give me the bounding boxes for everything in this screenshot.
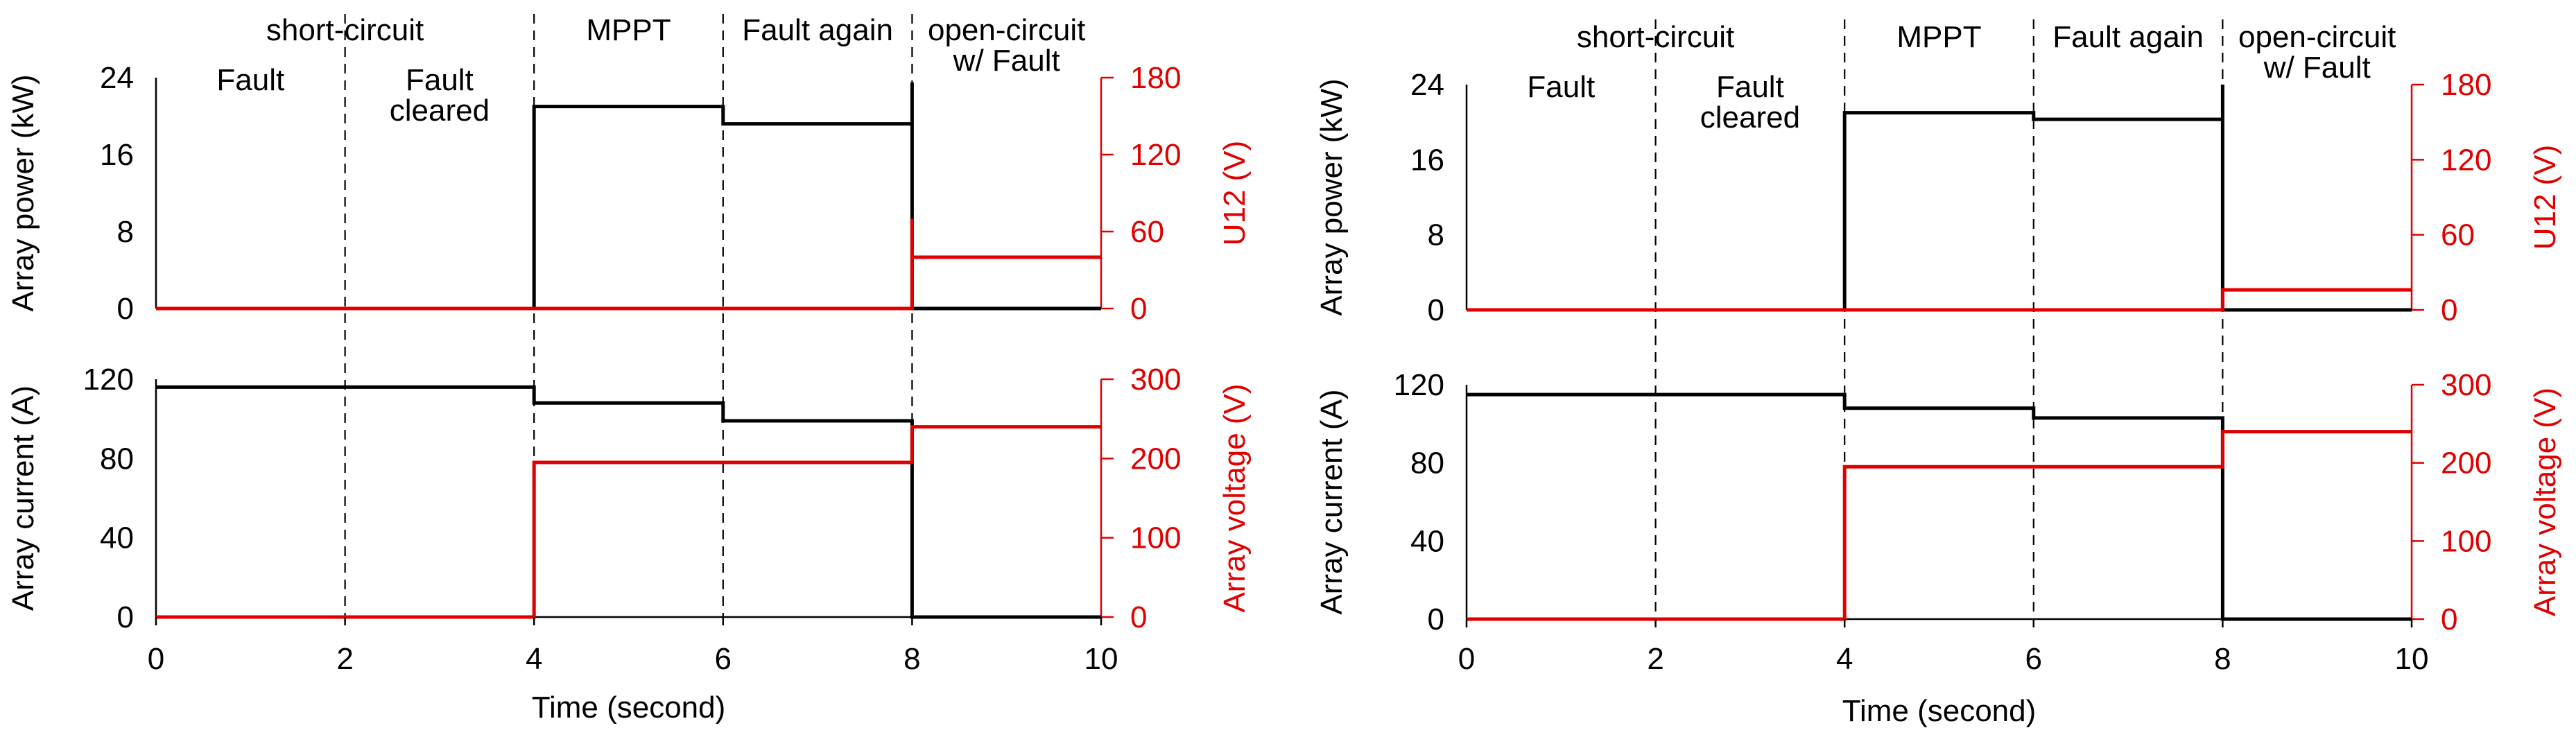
subregion-label: Fault bbox=[1527, 70, 1595, 104]
right-tick-label: 0 bbox=[1130, 600, 1147, 634]
left-tick-label: 80 bbox=[1410, 446, 1444, 480]
right-axis-label: Array voltage (V) bbox=[2528, 388, 2562, 616]
x-tick-label: 4 bbox=[1836, 642, 1853, 676]
left-tick-label: 16 bbox=[100, 138, 134, 172]
x-axis-label: Time (second) bbox=[1842, 694, 2037, 728]
series-line-red bbox=[1467, 430, 2412, 621]
x-tick-label: 0 bbox=[148, 642, 164, 676]
x-tick-label: 6 bbox=[2025, 642, 2042, 676]
x-tick-label: 2 bbox=[336, 642, 353, 676]
x-tick-label: 6 bbox=[715, 642, 732, 676]
left-tick-label: 24 bbox=[100, 61, 134, 95]
right-tick-label: 100 bbox=[1130, 521, 1181, 555]
right-tick-label: 120 bbox=[2441, 143, 2491, 177]
x-tick-label: 10 bbox=[2395, 642, 2429, 676]
series-line-black bbox=[1467, 85, 2412, 312]
x-axis-label: Time (second) bbox=[532, 691, 726, 724]
right-tick-label: 60 bbox=[2441, 218, 2475, 252]
x-tick-label: 8 bbox=[904, 642, 920, 676]
right-tick-label: 60 bbox=[1130, 215, 1164, 249]
x-tick-label: 8 bbox=[2214, 642, 2231, 676]
left-tick-label: 8 bbox=[117, 215, 134, 249]
series-line-red bbox=[1467, 288, 2412, 312]
right-tick-label: 200 bbox=[2441, 446, 2491, 480]
x-tick-label: 4 bbox=[526, 642, 542, 676]
left-tick-label: 0 bbox=[117, 292, 134, 326]
left-tick-label: 16 bbox=[1410, 143, 1444, 177]
series-line-black bbox=[156, 82, 1101, 311]
right-tick-label: 200 bbox=[1130, 442, 1181, 476]
series-line-black bbox=[1467, 392, 2412, 621]
subregion-label: Fault bbox=[216, 63, 284, 97]
right-tick-label: 120 bbox=[1130, 138, 1181, 172]
right-axis-label: U12 (V) bbox=[2528, 145, 2562, 250]
left-tick-label: 80 bbox=[100, 442, 134, 476]
right-tick-label: 0 bbox=[2441, 602, 2457, 636]
left-tick-label: 0 bbox=[117, 600, 134, 634]
x-tick-label: 10 bbox=[1084, 642, 1118, 676]
series-line-black bbox=[156, 385, 1101, 619]
panel-left: short-circuit MPPT Fault again open-circuit… bbox=[6, 13, 1252, 724]
right-tick-label: 100 bbox=[2441, 524, 2491, 558]
right-tick-label: 300 bbox=[2441, 368, 2491, 402]
right-tick-label: 180 bbox=[1130, 61, 1181, 95]
panel-right: short-circuit MPPT Fault again open-circuit… bbox=[1315, 19, 2562, 728]
left-tick-label: 40 bbox=[1410, 524, 1444, 558]
series-line-red bbox=[156, 425, 1101, 619]
region-label: short-circuit bbox=[1577, 20, 1734, 54]
left-tick-label: 40 bbox=[100, 521, 134, 555]
right-tick-label: 300 bbox=[1130, 363, 1181, 397]
left-axis-label: Array current (A) bbox=[6, 385, 40, 611]
right-tick-label: 0 bbox=[1130, 292, 1147, 326]
region-label: short-circuit bbox=[266, 13, 424, 47]
left-tick-label: 24 bbox=[1410, 68, 1444, 102]
region-label: Fault again bbox=[742, 13, 893, 47]
left-tick-label: 120 bbox=[1394, 368, 1444, 402]
region-label: Fault again bbox=[2052, 20, 2204, 54]
left-tick-label: 8 bbox=[1428, 218, 1444, 252]
x-tick-label: 2 bbox=[1647, 642, 1663, 676]
left-axis-label: Array current (A) bbox=[1315, 389, 1349, 614]
right-axis-label: Array voltage (V) bbox=[1218, 383, 1252, 612]
region-label: MPPT bbox=[1896, 20, 1981, 54]
series-line-red bbox=[156, 218, 1101, 311]
x-tick-label: 0 bbox=[1458, 642, 1475, 676]
left-axis-label: Array power (kW) bbox=[6, 74, 40, 311]
right-axis-label: U12 (V) bbox=[1218, 141, 1252, 246]
region-label: MPPT bbox=[586, 13, 671, 47]
right-tick-label: 180 bbox=[2441, 68, 2491, 102]
left-axis-label: Array power (kW) bbox=[1315, 78, 1349, 315]
left-tick-label: 0 bbox=[1428, 293, 1444, 327]
left-tick-label: 120 bbox=[83, 363, 134, 397]
left-tick-label: 0 bbox=[1428, 602, 1444, 636]
right-tick-label: 0 bbox=[2441, 293, 2457, 327]
